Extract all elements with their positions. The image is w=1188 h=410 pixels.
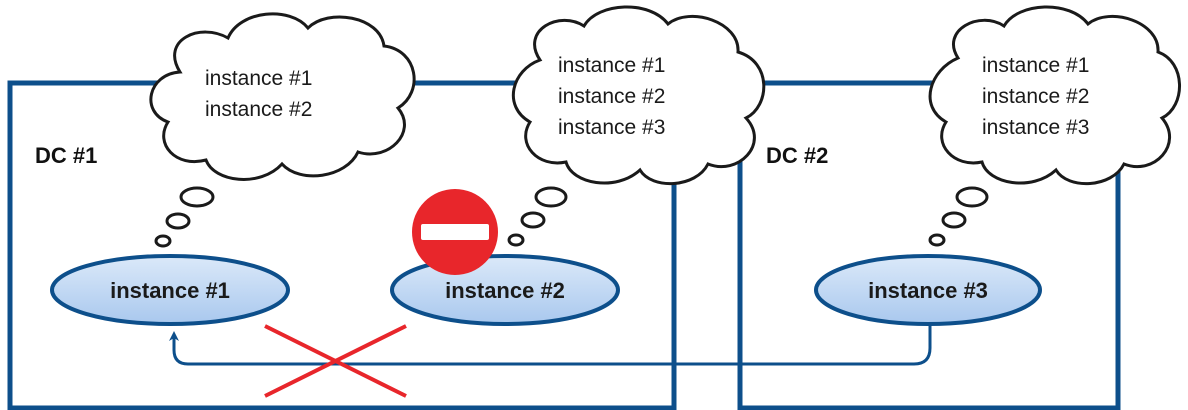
datacenter-2-label: DC #2: [766, 143, 828, 168]
thought-cloud-2: instance #1 instance #2 instance #3: [507, 5, 766, 247]
cloud-line: instance #3: [558, 116, 665, 139]
cloud-line: instance #1: [558, 54, 665, 77]
instance-node-3[interactable]: instance #3: [814, 254, 1042, 326]
datacenter-2-border: [737, 80, 1121, 410]
cloud-shape: [149, 12, 416, 181]
instance-node-label: instance #1: [110, 278, 230, 303]
thought-bubble-dot: [955, 186, 989, 208]
link-arrow: [169, 320, 932, 366]
thought-bubble-dot: [534, 186, 568, 208]
cloud-line: instance #2: [205, 98, 312, 121]
thought-bubble-dot: [928, 233, 946, 247]
instance-node-shape: [814, 254, 1042, 326]
cloud-line: instance #1: [982, 54, 1089, 77]
instance-node-2[interactable]: instance #2: [390, 254, 620, 326]
cross-icon: [264, 324, 407, 398]
cloud-line: instance #2: [982, 85, 1089, 108]
cloud-line: instance #2: [558, 85, 665, 108]
datacenter-1-label: DC #1: [35, 143, 97, 168]
thought-bubble-dot: [941, 211, 967, 229]
thought-bubble-dot: [520, 211, 546, 229]
cloud-shape: [928, 5, 1181, 185]
thought-cloud-3: instance #1 instance #2 instance #3: [928, 5, 1181, 247]
cloud-line: instance #3: [982, 116, 1089, 139]
cloud-line: instance #1: [205, 67, 312, 90]
datacenter-2: DC #2: [737, 80, 1121, 410]
instance-node-shape: [50, 254, 290, 326]
instance-node-label: instance #3: [868, 278, 988, 303]
no-entry-icon: [412, 189, 498, 275]
cloud-shape: [511, 5, 766, 185]
thought-bubble-dot: [507, 233, 525, 247]
thought-bubble-dot: [179, 186, 215, 208]
thought-cloud-1: instance #1 instance #2: [149, 12, 416, 248]
thought-bubble-dot: [154, 234, 172, 248]
instance-node-1[interactable]: instance #1: [50, 254, 290, 326]
instance-node-label: instance #2: [445, 278, 565, 303]
thought-bubble-dot: [165, 212, 191, 230]
